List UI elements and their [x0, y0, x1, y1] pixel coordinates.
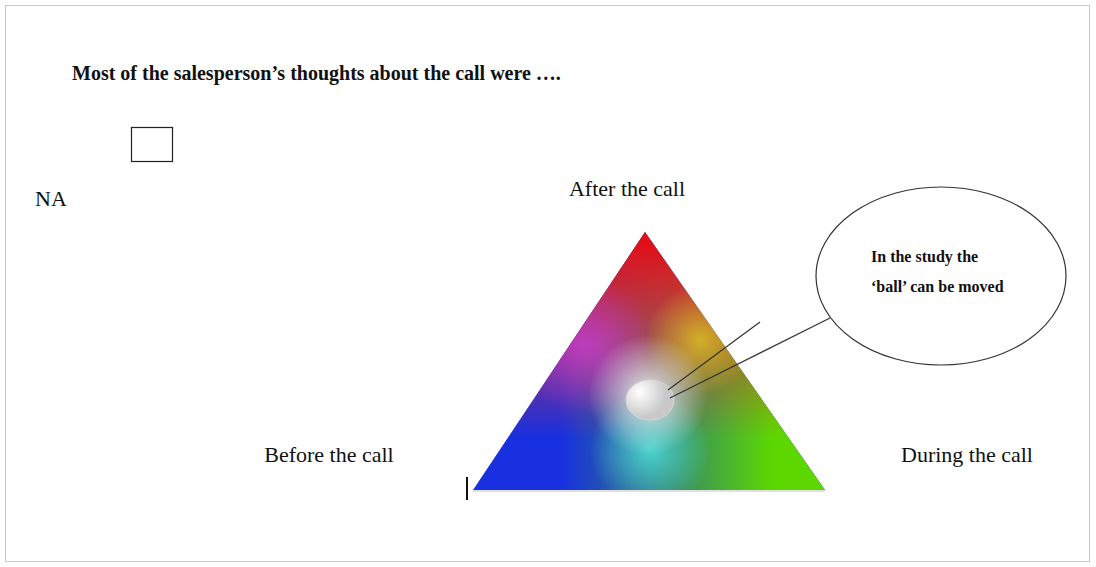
leader-line: [670, 318, 830, 398]
callout-bubble: In the study the ‘ball’ can be moved: [815, 186, 1067, 366]
corner-label: After the call: [569, 176, 685, 202]
colour-triangle: [473, 232, 825, 490]
checkbox: [132, 128, 173, 162]
cursor-mark: [466, 477, 468, 500]
title: Most of the salesperson’s thoughts about…: [72, 62, 561, 85]
corner-label: Before the call: [264, 442, 394, 468]
slider-ball: [626, 380, 674, 420]
na-label: NA: [35, 186, 67, 212]
bubble-outline: [815, 186, 1067, 366]
bubble-ellipse: [816, 187, 1066, 365]
leader-line: [668, 322, 760, 390]
frame: [6, 6, 1090, 562]
corner-label: During the call: [901, 442, 1033, 468]
base-line: [473, 490, 825, 492]
callout-text: In the study the ‘ball’ can be moved: [871, 242, 1011, 302]
